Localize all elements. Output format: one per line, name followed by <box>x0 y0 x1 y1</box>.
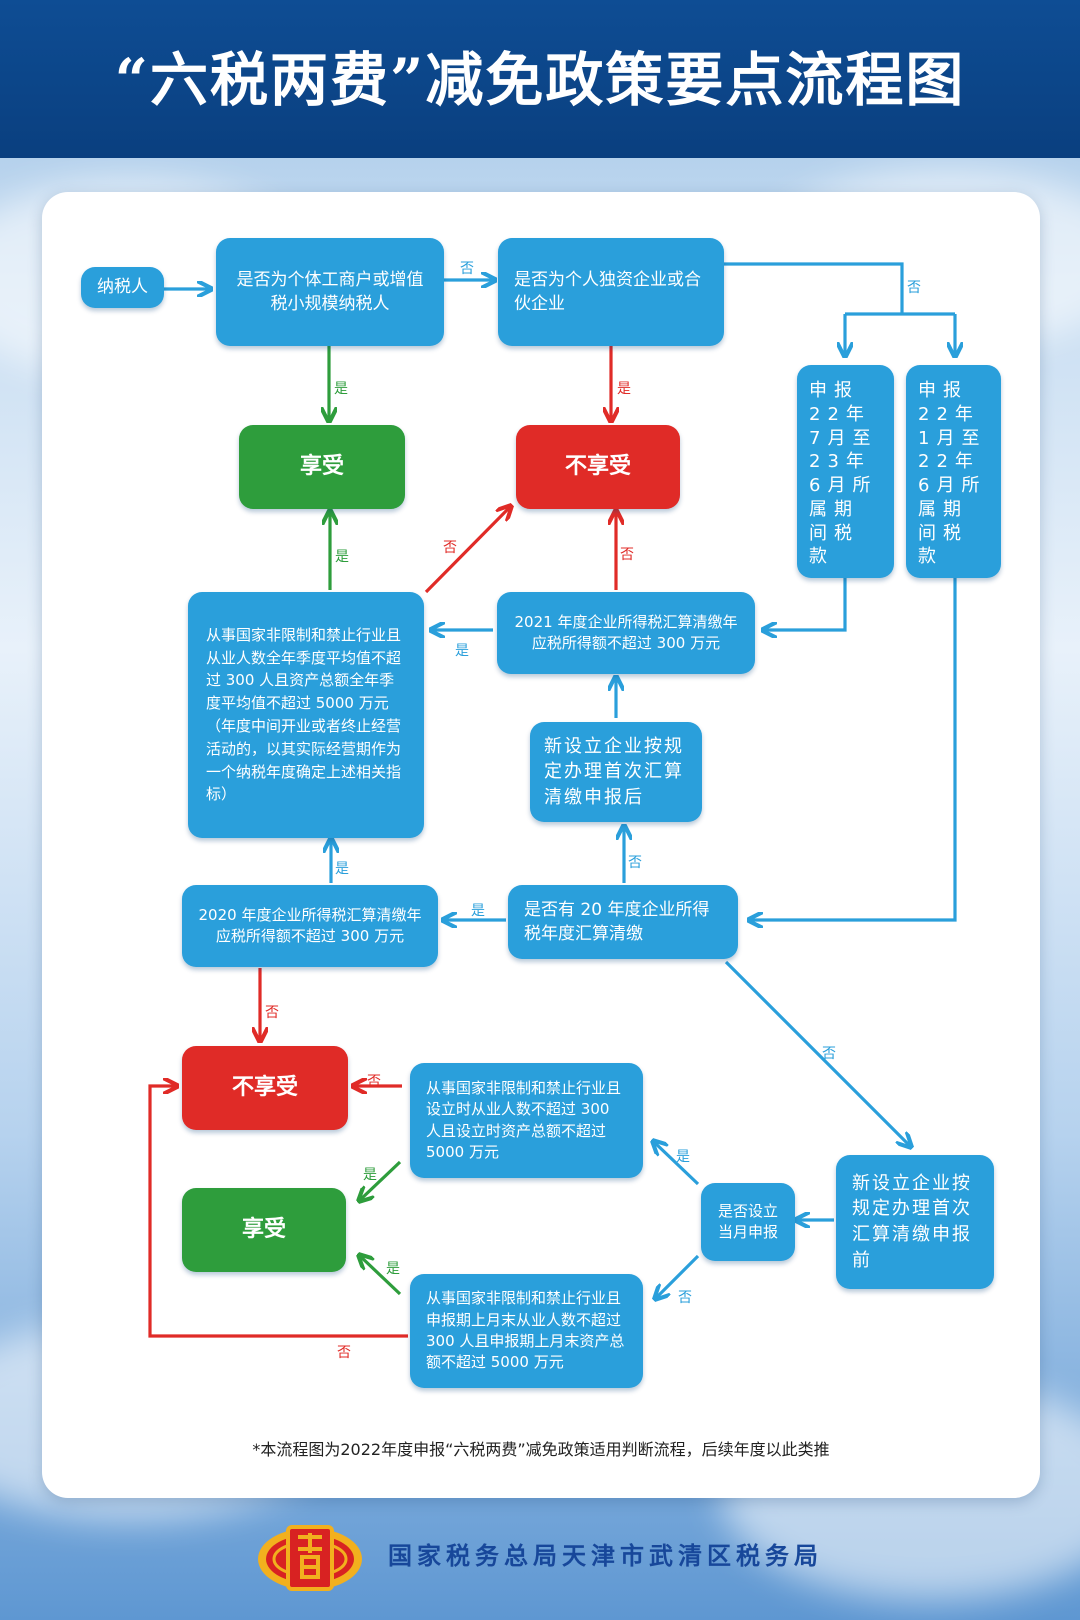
label-yes-2021: 是 <box>455 643 469 659</box>
node-q-sole-prop: 是否为个人独资企业或合伙企业 <box>498 238 724 346</box>
arrow-setup-month-no <box>656 1254 700 1298</box>
node-enjoy-1: 享受 <box>239 425 405 509</box>
label-yes-criteria: 是 <box>335 549 349 565</box>
arrow-prev-month-no <box>148 1086 408 1338</box>
label-yes-prev-month: 是 <box>386 1261 400 1277</box>
node-period-b: 申报22年1月至22年6月所属期间税款 <box>906 365 1001 578</box>
arrow-q-criteria-no <box>424 507 510 594</box>
footnote: *本流程图为2022年度申报“六税两费”减免政策适用判断流程，后续年度以此类推 <box>252 1440 830 1459</box>
label-no-2020-exists-up: 否 <box>628 855 642 871</box>
node-enjoy-2: 享受 <box>182 1188 346 1272</box>
node-q-criteria: 从事国家非限制和禁止行业且从业人数全年季度平均值不超过 300 人且资产总额全年… <box>188 592 424 838</box>
arrow-q-sole-prop-no <box>724 262 904 314</box>
label-no-setup-criteria: 否 <box>367 1074 381 1090</box>
node-not-enjoy-2: 不享受 <box>182 1046 348 1130</box>
label-yes-setup-month: 是 <box>676 1149 690 1165</box>
organization-name: 国家税务总局天津市武清区税务局 <box>388 1542 823 1570</box>
arrow-prev-month-yes <box>360 1256 402 1296</box>
header-banner: “六税两费”减免政策要点流程图 <box>0 0 1080 158</box>
node-q-2020: 2020 年度企业所得税汇算清缴年应税所得额不超过 300 万元 <box>182 885 438 967</box>
label-yes-setup-criteria: 是 <box>363 1167 377 1183</box>
arrow-setup-criteria-yes <box>360 1160 402 1200</box>
node-q-setup-month: 是否设立当月申报 <box>701 1183 795 1261</box>
node-q-2020-exists: 是否有 20 年度企业所得税年度汇算清缴 <box>508 885 738 959</box>
label-yes-2020-exists: 是 <box>471 903 485 919</box>
node-not-enjoy-1: 不享受 <box>516 425 680 509</box>
page-title: “六税两费”减免政策要点流程图 <box>114 46 966 114</box>
arrow-period-a-to-q-2021 <box>764 578 847 630</box>
node-q-individual: 是否为个体工商户或增值税小规模纳税人 <box>216 238 444 346</box>
label-no-sole-prop: 否 <box>907 280 921 296</box>
label-no-2021: 否 <box>620 547 634 563</box>
node-period-a: 申报22年7月至23年6月所属期间税款 <box>797 365 894 578</box>
tax-bureau-emblem-icon <box>258 1525 362 1591</box>
label-no-prev-month: 否 <box>337 1345 351 1361</box>
label-yes-individual: 是 <box>334 381 348 397</box>
node-q-setup-criteria: 从事国家非限制和禁止行业且设立时从业人数不超过 300 人且设立时资产总额不超过… <box>410 1063 643 1178</box>
label-no-2020-exists-diag: 否 <box>822 1046 836 1062</box>
label-no-criteria: 否 <box>443 540 457 556</box>
node-q-2021: 2021 年度企业所得税汇算清缴年应税所得额不超过 300 万元 <box>497 592 755 674</box>
label-yes-sole-prop: 是 <box>617 381 631 397</box>
arrow-setup-month-yes <box>654 1142 700 1186</box>
label-no-individual: 否 <box>460 261 474 277</box>
label-yes-2020: 是 <box>335 861 349 877</box>
arrow-q-2020-exists-no-diag <box>724 960 910 1146</box>
node-new-before: 新设立企业按规定办理首次汇算清缴申报前 <box>836 1155 994 1289</box>
node-new-after: 新设立企业按规定办理首次汇算清缴申报后 <box>530 722 702 822</box>
node-taxpayer: 纳税人 <box>81 267 164 308</box>
label-no-setup-month: 否 <box>678 1290 692 1306</box>
node-q-prev-month: 从事国家非限制和禁止行业且申报期上月末从业人数不超过 300 人且申报期上月末资… <box>410 1274 643 1388</box>
label-no-2020: 否 <box>265 1005 279 1021</box>
arrow-period-b-to-q-2020-exists <box>750 578 957 920</box>
